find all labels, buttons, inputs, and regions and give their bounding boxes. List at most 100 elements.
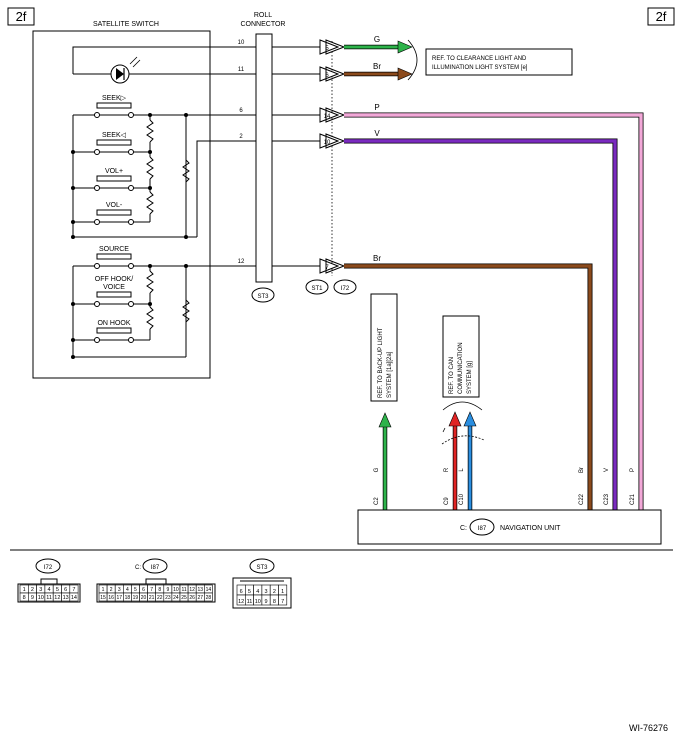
plug-connector-7 xyxy=(319,258,346,274)
legend-pin-number: 7 xyxy=(281,599,284,605)
legend-pin-number: 6 xyxy=(64,587,67,593)
roll-connector: ROLL CONNECTOR ST3 xyxy=(241,12,286,303)
legend-i87-tag: I87 xyxy=(151,565,160,571)
plug-connector-5 xyxy=(319,39,346,55)
legend-pin-number: 18 xyxy=(125,595,131,601)
connector-pin-6: 6 xyxy=(325,73,329,79)
wire-label-br-bottom: Br xyxy=(579,467,585,473)
plug-connector-14 xyxy=(319,107,346,123)
legend-pin-number: 1 xyxy=(281,589,284,595)
wire-label-v: V xyxy=(374,129,380,138)
legend-pin-number: 9 xyxy=(265,599,268,605)
ref-clearance-line-2: ILLUMINATION LIGHT SYSTEM [e] xyxy=(432,65,528,71)
legend-pin-number: 11 xyxy=(181,587,186,593)
legend-pin-number: 3 xyxy=(118,587,121,593)
legend-pin-number: 12 xyxy=(54,595,60,601)
satellite-switch: SATELLITE SWITCH xyxy=(32,21,256,379)
nav-pin-c21: C21 xyxy=(630,493,636,505)
tag-i72: I72 xyxy=(341,286,350,292)
legend-pin-number: 3 xyxy=(39,587,42,593)
legend-pin-cell xyxy=(278,594,288,606)
ref-can-communication-box: REF. TO CAN COMMUNICATION SYSTEM [g] xyxy=(442,315,480,398)
legend-pin-number: 21 xyxy=(149,595,155,601)
resistor-ladder-2-icon xyxy=(146,266,190,340)
legend-pin-number: 6 xyxy=(240,589,243,595)
legend-pin-number: 16 xyxy=(108,595,114,601)
wire-r xyxy=(448,411,462,510)
legend-pin-number: 22 xyxy=(157,595,163,601)
legend-pin-number: 25 xyxy=(181,595,187,601)
legend-pin-number: 4 xyxy=(126,587,129,593)
pin-10: 10 xyxy=(238,40,245,46)
page-id-right-text: 2f xyxy=(656,9,667,24)
legend-pin-number: 9 xyxy=(31,595,34,601)
tag-st1: ST1 xyxy=(311,286,323,292)
navigation-unit: C: I87 NAVIGATION UNIT xyxy=(357,509,662,545)
legend-pin-number: 8 xyxy=(158,587,161,593)
roll-connector-title-2: CONNECTOR xyxy=(241,21,286,28)
legend-pin-cell xyxy=(69,592,79,602)
pin-6: 6 xyxy=(239,108,243,114)
legend-pin-number: 19 xyxy=(133,595,139,601)
legend-pin-number: 5 xyxy=(56,587,59,593)
button-seek-down-label: SEEK◁ xyxy=(102,132,127,139)
legend-i87-prefix: C: xyxy=(135,565,141,571)
roll-connector-title-1: ROLL xyxy=(254,12,272,19)
wire-label-l: L xyxy=(459,468,465,472)
legend-pin-number: 27 xyxy=(197,595,203,601)
legend-pin-number: 14 xyxy=(206,587,212,593)
button-on-hook-label: ON HOOK xyxy=(97,320,130,327)
legend-st3-tag: ST3 xyxy=(256,565,268,571)
legend-pin-number: 2 xyxy=(31,587,34,593)
legend-pin-number: 13 xyxy=(197,587,203,593)
wire-p xyxy=(344,112,644,510)
ref-can-line-2: COMMUNICATION xyxy=(458,342,464,394)
legend-pin-number: 5 xyxy=(134,587,137,593)
legend-pin-number: 8 xyxy=(273,599,276,605)
satellite-switch-title: SATELLITE SWITCH xyxy=(93,21,159,28)
legend-pin-number: 9 xyxy=(166,587,169,593)
nav-pin-c2: C2 xyxy=(374,497,380,505)
ref-clearance-light-box: REF. TO CLEARANCE LIGHT AND ILLUMINATION… xyxy=(425,48,573,76)
legend-pin-number: 1 xyxy=(102,587,105,593)
legend-pin-number: 10 xyxy=(173,587,179,593)
legend-pin-number: 2 xyxy=(110,587,113,593)
legend-pin-number: 26 xyxy=(189,595,195,601)
legend-pin-number: 12 xyxy=(238,599,244,605)
legend-pin-number: 7 xyxy=(150,587,153,593)
legend-i72-tag: I72 xyxy=(44,565,53,571)
nav-pin-c23: C23 xyxy=(604,493,610,505)
legend-pin-number: 4 xyxy=(256,589,259,595)
legend-pin-number: 17 xyxy=(116,595,122,601)
pin-2: 2 xyxy=(239,134,243,140)
connector-pin-14: 14 xyxy=(324,114,331,120)
connector-pin-10: 10 xyxy=(324,140,331,146)
page-id-left-text: 2f xyxy=(16,9,27,24)
page-id-right: 2f xyxy=(647,7,675,26)
resistor-ladder-1-icon xyxy=(146,115,190,222)
nav-pin-c9: C9 xyxy=(444,497,450,505)
roll-connector-tag: ST3 xyxy=(257,294,269,300)
legend-pin-number: 4 xyxy=(48,587,51,593)
wire-v xyxy=(344,138,618,510)
wire-br xyxy=(344,263,593,510)
connector-pin-7: 7 xyxy=(325,265,329,271)
nav-unit-label: NAVIGATION UNIT xyxy=(500,525,561,532)
legend-pin-number: 28 xyxy=(206,595,212,601)
tag-i72-oval xyxy=(333,279,357,295)
tag-st1-oval xyxy=(305,279,329,295)
wire-br-top xyxy=(344,67,413,81)
wire-label-g-top: G xyxy=(374,35,380,44)
legend-pin-number: 1 xyxy=(23,587,26,593)
wire-label-p-bottom: P xyxy=(630,468,636,472)
button-off-hook-label: OFF HOOK/ xyxy=(95,276,134,283)
legend-pin-number: 11 xyxy=(46,595,52,601)
legend-pin-number: 6 xyxy=(142,587,145,593)
ref-bracket-arc xyxy=(407,39,418,81)
wire-label-v-bottom: V xyxy=(604,468,610,472)
legend-pin-number: 11 xyxy=(247,599,253,605)
